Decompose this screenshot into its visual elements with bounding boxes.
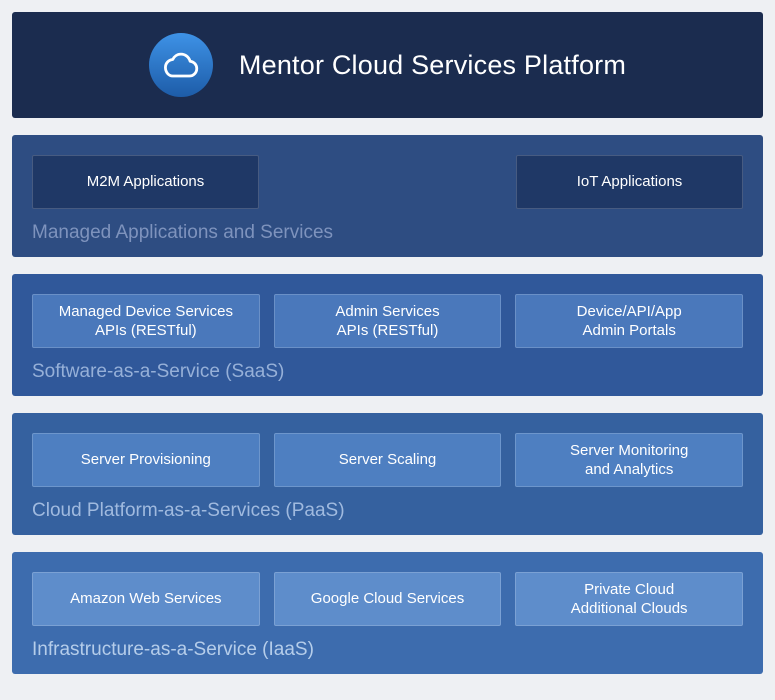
platform-title: Mentor Cloud Services Platform (238, 49, 627, 80)
layer-boxes-row: Managed Device Services APIs (RESTful) A… (32, 294, 744, 348)
layer-label-iaas: Infrastructure-as-a-Service (IaaS) (32, 639, 314, 660)
node-server-provisioning: Server Provisioning (32, 433, 260, 487)
layer-paas: Server Provisioning Server Scaling Serve… (12, 413, 763, 535)
layer-label-managed-applications: Managed Applications and Services (32, 222, 334, 243)
layer-iaas: Amazon Web Services Google Cloud Service… (12, 552, 763, 674)
node-server-scaling: Server Scaling (273, 433, 502, 487)
node-google-cloud-services: Google Cloud Services (273, 572, 502, 626)
node-amazon-web-services: Amazon Web Services (32, 572, 260, 626)
layer-managed-applications: M2M Applications IoT Applications Manage… (12, 135, 763, 257)
platform-header: Mentor Cloud Services Platform (12, 12, 763, 118)
layer-saas: Managed Device Services APIs (RESTful) A… (12, 274, 763, 396)
node-managed-device-services-apis: Managed Device Services APIs (RESTful) (32, 294, 260, 348)
cloud-icon (148, 33, 213, 97)
node-iot-applications: IoT Applications (516, 155, 743, 209)
layer-label-paas: Cloud Platform-as-a-Services (PaaS) (32, 500, 345, 521)
layer-boxes-row: Server Provisioning Server Scaling Serve… (32, 433, 744, 487)
node-private-cloud-additional-clouds: Private Cloud Additional Clouds (515, 572, 744, 626)
layer-boxes-row: Amazon Web Services Google Cloud Service… (32, 572, 744, 626)
node-m2m-applications: M2M Applications (32, 155, 259, 209)
layer-label-saas: Software-as-a-Service (SaaS) (32, 361, 285, 382)
node-admin-services-apis: Admin Services APIs (RESTful) (273, 294, 502, 348)
layer-boxes-row: M2M Applications IoT Applications (32, 155, 743, 209)
node-server-monitoring-analytics: Server Monitoring and Analytics (515, 433, 744, 487)
node-device-api-app-admin-portals: Device/API/App Admin Portals (515, 294, 744, 348)
